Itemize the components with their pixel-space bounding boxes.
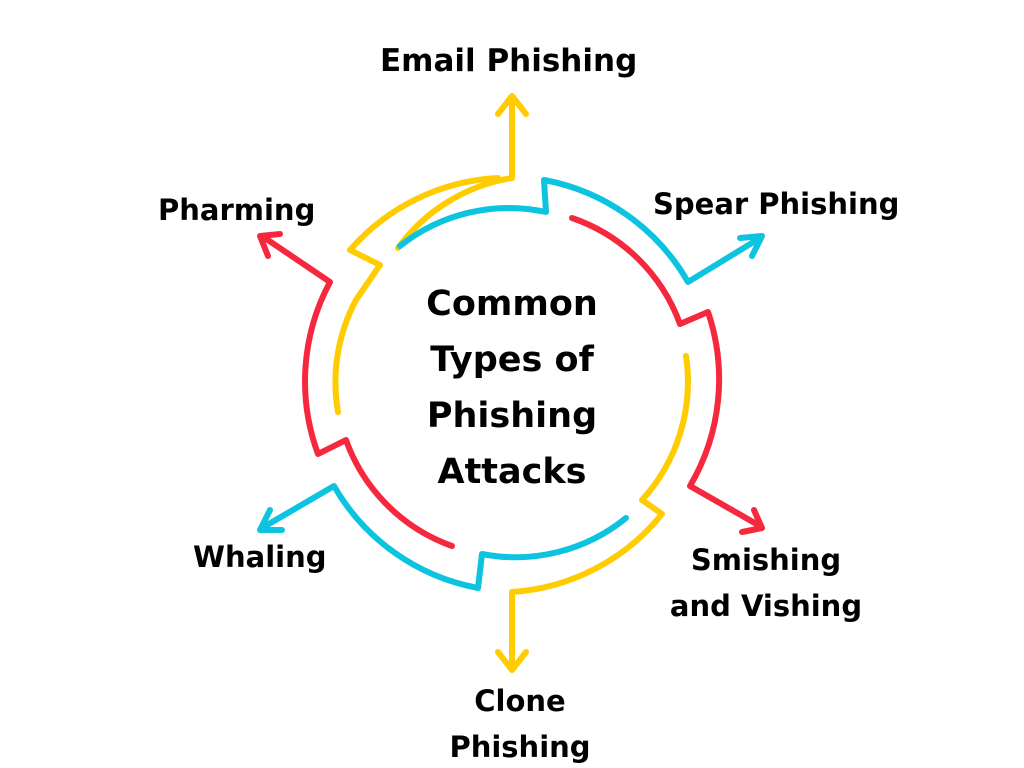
label-clone-phishing: Clone Phishing [440, 678, 600, 768]
yellow-arc-right [495, 353, 691, 673]
cyan-arc-top [397, 177, 765, 285]
label-smishing-line-1: Smishing [690, 543, 842, 577]
label-clone-line-1: Clone [474, 684, 566, 718]
label-spear-phishing: Spear Phishing [653, 187, 900, 221]
center-title-line-3: Phishing [426, 396, 598, 436]
red-arc-left [257, 231, 455, 549]
center-title-line-2: Types of [430, 340, 594, 380]
label-email-phishing: Email Phishing [380, 43, 638, 79]
center-title: Common Types of Phishing Attacks [382, 276, 642, 500]
center-title-line-1: Common [426, 284, 598, 324]
red-arc-right [569, 215, 765, 535]
label-pharming: Pharming [158, 193, 316, 227]
center-title-line-4: Attacks [437, 452, 587, 492]
label-smishing-vishing: Smishing and Vishing [662, 537, 870, 629]
label-clone-line-2: Phishing [449, 730, 591, 764]
yellow-arc-top [395, 93, 529, 251]
yellow-arc-left [332, 175, 501, 415]
label-smishing-line-2: and Vishing [669, 589, 863, 623]
cyan-arc-bottom [257, 483, 629, 591]
label-whaling: Whaling [193, 540, 327, 574]
